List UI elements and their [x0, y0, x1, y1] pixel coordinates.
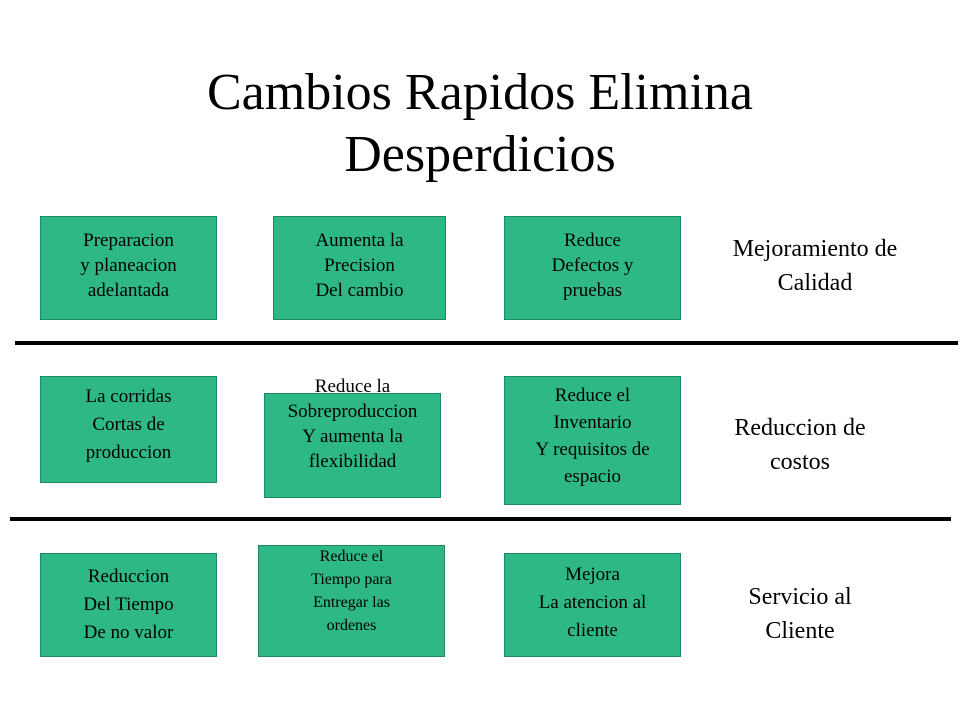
- box-preparacion-text: Preparacion y planeacion adelantada: [80, 230, 177, 301]
- box-entregar-ordenes: [258, 545, 445, 657]
- box-corridas-text: La corridas Cortas de produccion: [85, 386, 172, 463]
- box-atencion-cliente-text: Mejora La atencion al cliente: [538, 564, 647, 641]
- box-inventario-text: Reduce el Inventario Y requisitos de esp…: [535, 385, 650, 487]
- box-sobreproduccion: [264, 393, 441, 498]
- box-atencion-cliente: [504, 553, 681, 657]
- label-costos: Reduccion de costos: [734, 415, 866, 475]
- box-tiempo-no-valor: [40, 553, 217, 657]
- box-precision-text: Aumenta la Precision Del cambio: [315, 230, 404, 301]
- box-precision: [273, 216, 446, 320]
- box-entregar-ordenes-text: Reduce el Tiempo para Entregar las orden…: [311, 548, 392, 634]
- box-inventario: [504, 376, 681, 505]
- box-corridas: [40, 376, 217, 483]
- label-calidad: Mejoramiento de Calidad: [732, 236, 898, 296]
- box-defectos: [504, 216, 681, 320]
- divider-2: [10, 517, 951, 521]
- box-defectos-text: Reduce Defectos y pruebas: [551, 230, 634, 301]
- label-servicio: Servicio al Cliente: [748, 584, 852, 644]
- divider-1: [15, 341, 958, 345]
- slide-title: Cambios Rapidos Elimina Desperdicios: [207, 64, 753, 183]
- box-preparacion: [40, 216, 217, 320]
- box-sobreproduccion-text: Reduce la Sobreproduccion Y aumenta la f…: [287, 376, 418, 472]
- box-tiempo-no-valor-text: Reduccion Del Tiempo De no valor: [83, 566, 174, 643]
